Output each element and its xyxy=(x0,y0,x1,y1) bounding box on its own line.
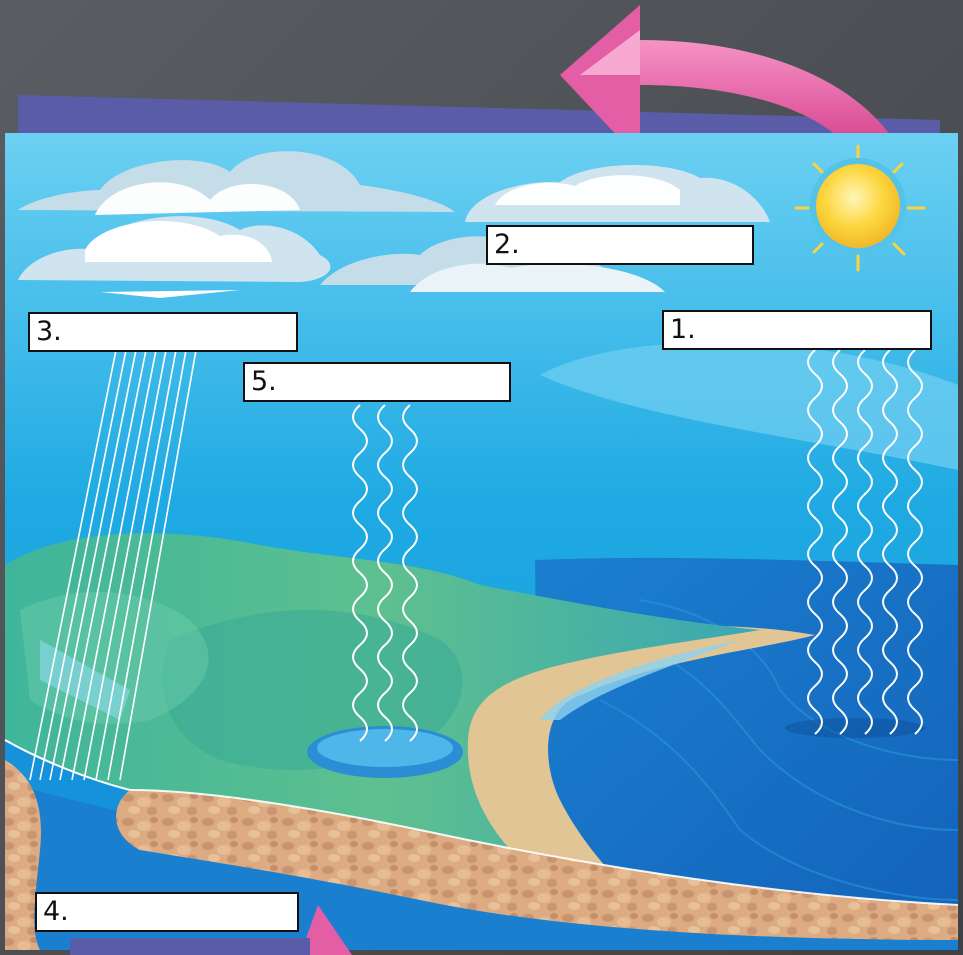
label-box-1[interactable]: 1. xyxy=(662,310,932,350)
label-box-2[interactable]: 2. xyxy=(486,225,754,265)
label-box-4[interactable]: 4. xyxy=(35,892,299,932)
label-box-3[interactable]: 3. xyxy=(28,312,298,352)
lake xyxy=(307,726,463,778)
label-box-5[interactable]: 5. xyxy=(243,362,511,402)
ocean-shadow xyxy=(785,718,925,738)
